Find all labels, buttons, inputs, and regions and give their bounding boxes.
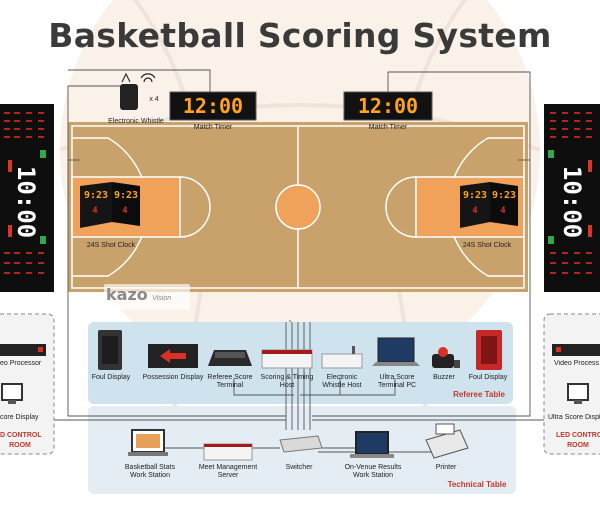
shot-clock-left-digits-a: 9:23 — [83, 190, 109, 201]
possession-display-icon — [148, 344, 198, 368]
electronic-whistle-icon — [120, 72, 156, 110]
score-display-left-label: core Display — [0, 414, 39, 421]
score-display-right-label: Ultra Score Display — [548, 414, 600, 421]
brand-logo-sub: Vision — [152, 295, 172, 302]
big-score-right: 10:00 — [558, 165, 586, 239]
brand-logo-text: kazo — [106, 285, 148, 304]
referee-table-title: Referee Table — [453, 390, 505, 399]
stats-workstation-icon — [128, 429, 168, 456]
switcher-label: Switcher — [285, 464, 313, 471]
switcher-icon — [279, 435, 323, 453]
shot-clock-right-digits-a: 9:23 — [462, 190, 488, 201]
match-timer-right-label: Match Timer — [368, 124, 408, 131]
match-timer-left-label: Match Timer — [193, 124, 233, 131]
whistle-host-label: Electronic Whistle Host — [322, 374, 362, 390]
shot-clock-left-label: 24S Shot Clock — [86, 242, 136, 249]
results-workstation-icon — [350, 431, 394, 458]
technical-table-title: Technical Table — [447, 480, 507, 489]
shot-clock-right-icon — [460, 182, 518, 228]
results-workstation-label: On-Venue Results Work Station — [344, 464, 402, 480]
printer-label: Printer — [435, 464, 457, 471]
match-timer-right-icon — [343, 91, 433, 121]
match-timer-right-digits: 12:00 — [357, 94, 419, 118]
shot-clock-right-label: 24S Shot Clock — [462, 242, 512, 249]
led-room-right-title-2: ROOM — [567, 442, 589, 449]
foul-display-right-icon — [476, 330, 502, 370]
right-led-screen — [544, 104, 600, 292]
page-title: Basketball Scoring System — [48, 16, 552, 55]
whistle-count: x 4 — [149, 96, 159, 103]
video-processor-left-icon — [0, 344, 46, 356]
meet-management-server-icon — [203, 443, 253, 461]
big-score-left: 10:00 — [12, 165, 40, 239]
possession-display-label: Possession Display — [142, 374, 204, 381]
shot-clock-right-small-b: 4 — [500, 206, 506, 216]
kazo-logo — [104, 284, 190, 310]
connection-lines — [54, 69, 544, 453]
shot-clock-left-small-b: 4 — [122, 206, 128, 216]
shot-clock-left-small-a: 4 — [92, 206, 98, 216]
led-room-left-title-2: ROOM — [9, 442, 31, 449]
led-room-right-title-1: LED CONTRO — [556, 432, 600, 439]
whistle-label: Electronic Whistle — [108, 118, 164, 125]
shot-clock-right-digits-b: 9:23 — [491, 190, 517, 201]
foul-display-left-label: Foul Display — [91, 374, 131, 381]
match-timer-left-digits: 12:00 — [182, 94, 244, 118]
score-display-left-icon — [1, 383, 23, 404]
meet-management-server-label: Meet Management Server — [198, 464, 258, 480]
scoring-timing-host-label: Scoring & Timing Host — [260, 374, 314, 390]
referee-score-terminal-label: Referee Score Terminal — [207, 374, 253, 390]
scoring-timing-host-icon — [261, 349, 313, 369]
referee-score-terminal-icon — [208, 350, 252, 366]
basketball-court — [68, 122, 528, 292]
shot-clock-left-digits-b: 9:23 — [113, 190, 139, 201]
whistle-host-icon — [321, 346, 363, 369]
buzzer-icon — [432, 347, 460, 368]
score-display-right-icon — [567, 383, 589, 404]
video-processor-left-label: eo Processor — [0, 360, 42, 367]
printer-icon — [425, 423, 469, 459]
video-processor-right-label: Video Process — [554, 360, 600, 367]
match-timer-left-icon — [169, 91, 257, 121]
foul-display-right-label: Foul Display — [468, 374, 508, 381]
brand-logo: kazo Vision — [106, 285, 188, 305]
led-room-left-title-1: D CONTROL — [0, 432, 42, 439]
video-processor-right-icon — [552, 344, 600, 356]
stats-workstation-label: Basketball Stats Work Station — [124, 464, 176, 480]
left-led-screen — [0, 104, 54, 292]
foul-display-left-icon — [98, 330, 122, 370]
ultra-score-terminal-label: Ultra Score Terminal PC — [377, 374, 417, 390]
shot-clock-right-small-a: 4 — [472, 206, 478, 216]
buzzer-label: Buzzer — [433, 374, 455, 381]
shot-clock-left-icon — [80, 182, 140, 228]
ultra-score-terminal-pc-icon — [372, 337, 420, 366]
